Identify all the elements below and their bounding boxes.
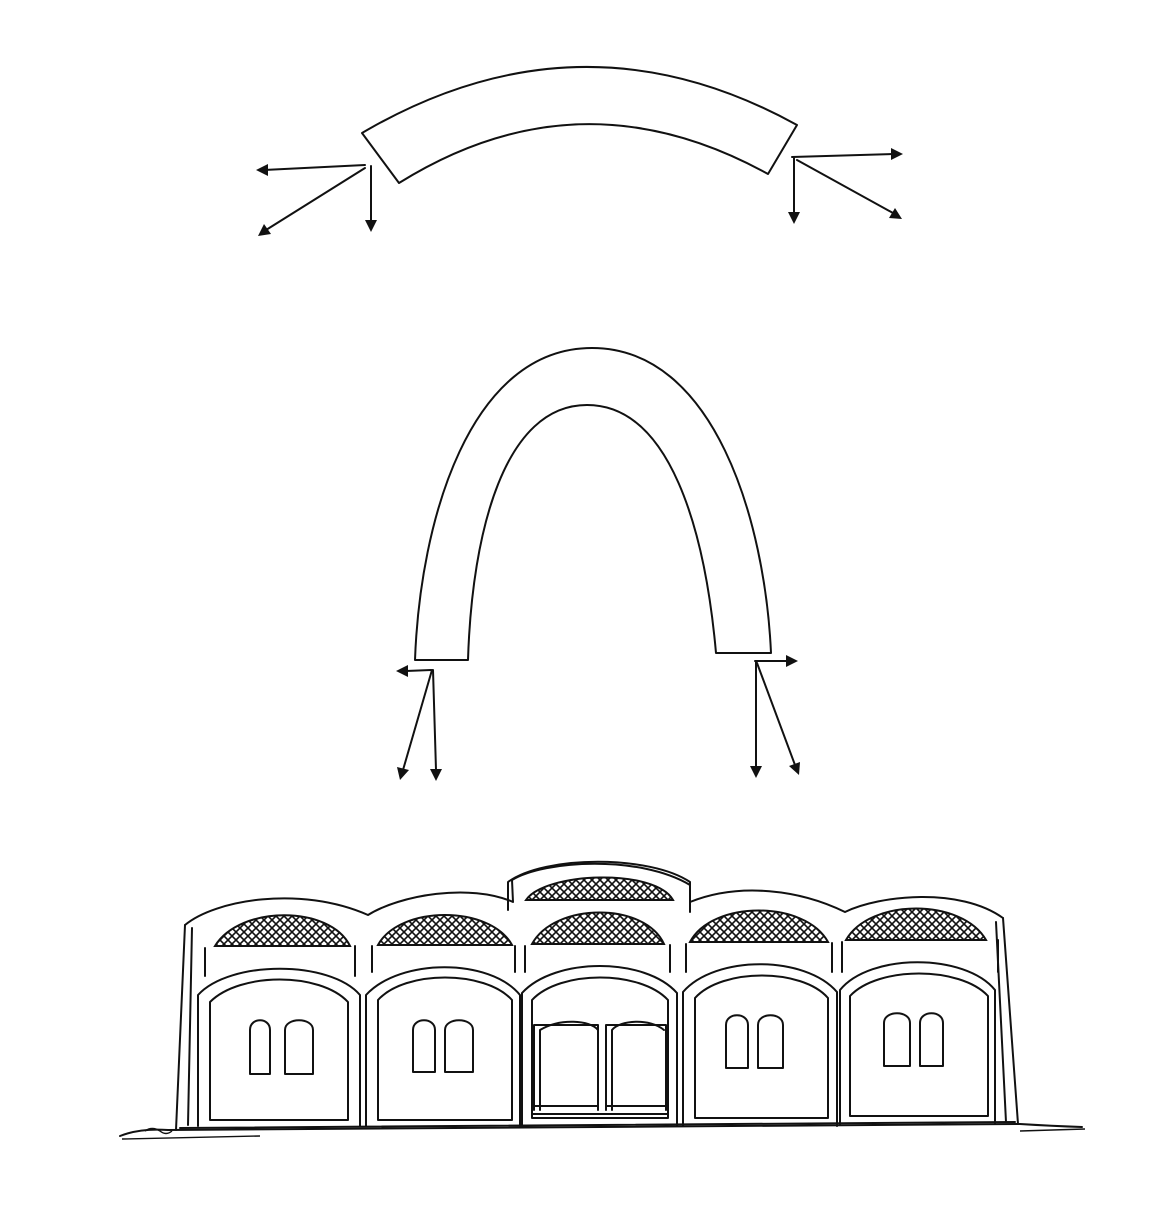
catenary-arch-diagram (396, 347, 800, 781)
roof-vault-outline (184, 862, 1004, 926)
clerestory-band (204, 939, 999, 977)
paired-windows (249, 1012, 944, 1075)
catenary-arch (414, 347, 772, 661)
raised-central-vault (507, 860, 691, 913)
shallow-arch (361, 66, 798, 184)
right-thrust-arrows (788, 148, 903, 224)
ground-line (119, 1123, 1083, 1137)
right-thrust-arrows (750, 655, 800, 778)
left-thrust-arrows (396, 665, 442, 781)
building-elevation (119, 860, 1086, 1140)
central-double-door (531, 1020, 669, 1115)
shallow-arch-diagram (256, 66, 903, 236)
lunette-screens (213, 907, 988, 947)
arcade-bays (197, 961, 996, 1127)
left-thrust-arrows (256, 164, 377, 236)
